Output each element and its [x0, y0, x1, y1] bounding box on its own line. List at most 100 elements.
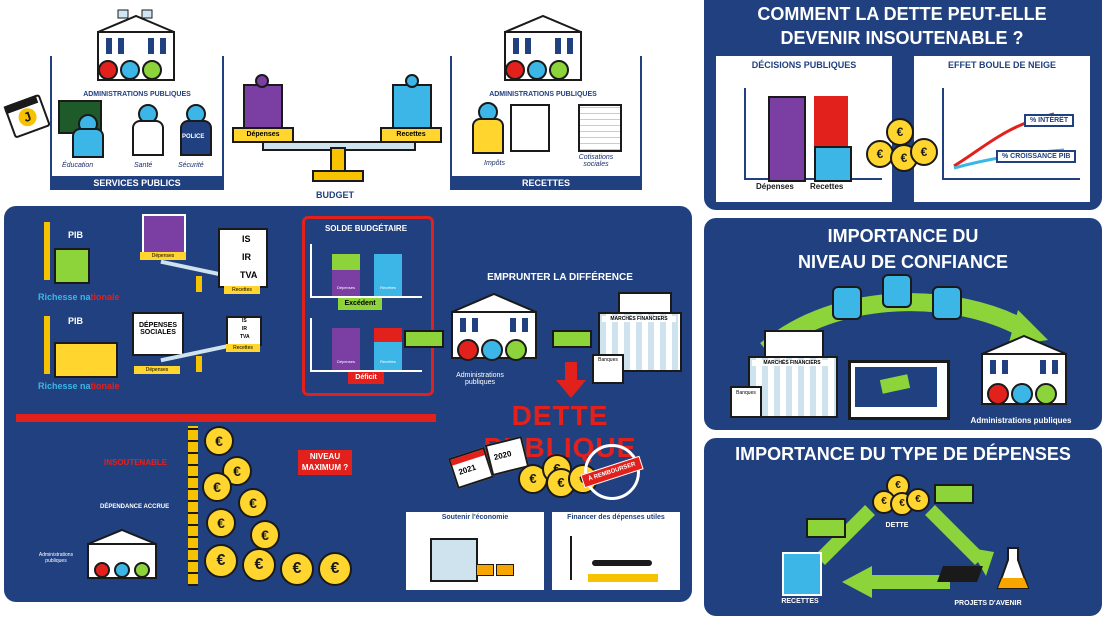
right-title-2b: NIVEAU DE CONFIANCE: [797, 252, 1008, 272]
boule-label: EFFET BOULE DE NEIGE: [947, 60, 1056, 70]
decisions-rec-bar: [814, 146, 852, 182]
excedent-label: Excédent: [338, 298, 382, 310]
securite-figure: POLICE: [176, 104, 216, 156]
tax-1-ir: IR: [242, 252, 251, 262]
tax-1-is: IS: [242, 234, 251, 244]
recettes-weight-right: [782, 552, 822, 596]
money-bill-2: [552, 330, 592, 348]
cotisations-document: [578, 104, 622, 152]
recettes-label-right: RECETTES: [781, 598, 819, 605]
boule-curves: [953, 112, 1065, 170]
sante-figure: [128, 104, 168, 156]
excedent-dep-label: Dépenses: [336, 285, 355, 290]
tax-2-tva: TVA: [240, 334, 250, 340]
pib-label-1: PIB: [68, 230, 84, 240]
service-item-securite: Sécurité: [178, 162, 204, 169]
admin-building-left: [88, 9, 184, 90]
depenses-small-2: Dépenses: [134, 366, 180, 374]
soutenir-label: Soutenir l'économie: [441, 514, 509, 521]
top-budget-area: J SERVICES PUBLICS ADMINISTRATIONS PUBLI…: [0, 0, 700, 205]
coin-pile: € € € € € € € € € €: [188, 426, 358, 586]
boule-box: EFFET BOULE DE NEIGE % INTÉRÊT % CROISSA…: [914, 56, 1090, 202]
services-label: SERVICES PUBLICS: [50, 176, 224, 190]
solde-title: SOLDE BUDGÉTAIRE: [324, 224, 408, 233]
coin-5: €: [206, 508, 236, 538]
excedent-rec-label: Recettes: [380, 285, 396, 290]
admin-pub-label: Administrations publiques: [456, 372, 504, 386]
recettes-small-1: Recettes: [224, 286, 260, 294]
recette-item-cotisations: Cotisations sociales: [578, 154, 614, 168]
tax-box-1: IS IR TVA: [218, 228, 268, 288]
richesse-2a: Richesse na: [38, 381, 91, 391]
money-bags-right: € € € €: [866, 118, 938, 178]
grad-cap: [937, 566, 983, 582]
right-banques-label: Banques: [736, 390, 756, 396]
coin-10: €: [318, 552, 352, 586]
recette-item-impots: Impôts: [484, 160, 506, 167]
service-item-education: Éducation: [62, 162, 94, 169]
depenses-small-1: Dépenses: [140, 252, 186, 260]
decisions-label: DÉCISIONS PUBLIQUES: [751, 60, 857, 70]
croissance-label: % CROISSANCE PIB: [996, 150, 1077, 163]
marches-building: MARCHÉS FINANCIERS: [598, 292, 682, 372]
deficit-dep-label: Dépenses: [336, 359, 355, 364]
excedent-chart: Dépenses Recettes: [310, 244, 422, 298]
interet-label: % INTÉRÊT: [1024, 114, 1075, 127]
projets-label: PROJETS D'AVENIR: [954, 600, 1022, 607]
depenses-sociales-label: DÉPENSES SOCIALES: [138, 322, 178, 336]
right-title-2a: IMPORTANCE DU: [827, 226, 979, 246]
rembourser-label: À REMBOURSER: [580, 455, 644, 489]
scale-right-weight: [392, 84, 432, 130]
dette-label-right: DETTE: [885, 522, 909, 529]
money-bill-1: [404, 330, 444, 348]
depenses-sociales-box: DÉPENSES SOCIALES: [132, 312, 184, 356]
recettes-label: RECETTES: [450, 176, 642, 190]
thumb-3: [932, 286, 962, 320]
pib-bars-1: [44, 222, 90, 284]
money-bags: € € € €: [518, 448, 598, 498]
down-arrow: [556, 362, 586, 398]
decisions-rec-deficit: [814, 96, 848, 146]
tax-1-tva: TVA: [240, 270, 258, 280]
financer-label: Financer des dépenses utiles: [567, 514, 665, 521]
insoutenable-label: INSOUTENABLE: [104, 458, 168, 467]
admin-building-main: [446, 290, 542, 366]
small-admin-building: [84, 528, 160, 582]
niveau-max-box: NIVEAU MAXIMUM ?: [298, 450, 352, 475]
police-label: POLICE: [182, 134, 205, 140]
richesse-1a: Richesse na: [38, 292, 91, 302]
rbag-4: €: [910, 138, 938, 166]
deficit-label: Déficit: [348, 372, 384, 384]
small-scale-post-2: [196, 356, 202, 372]
bill-right-1: [934, 484, 974, 504]
right-admin-building: [976, 330, 1072, 412]
right-title-3: IMPORTANCE DU TYPE DE DÉPENSES: [735, 444, 1071, 464]
solde-box: [302, 216, 434, 396]
right-banques-box: Banques: [730, 386, 762, 418]
coin-3: €: [202, 472, 232, 502]
laptop-screen: [848, 360, 950, 420]
coin-8: €: [242, 548, 276, 582]
scale-left-knob: [255, 74, 269, 88]
service-item-sante: Santé: [134, 162, 153, 169]
coin-6: €: [250, 520, 280, 550]
tax-2-ir: IR: [242, 326, 247, 332]
thumb-1: [832, 286, 862, 320]
emprunter-title: EMPRUNTER LA DIFFÉRENCE: [487, 272, 633, 283]
tax-2-is: IS: [242, 318, 247, 324]
decisions-box: DÉCISIONS PUBLIQUES Dépenses Recettes: [716, 56, 892, 202]
banques-box: Banques: [592, 354, 624, 384]
deficit-rec-label: Recettes: [380, 359, 396, 364]
dbag-4: €: [906, 488, 930, 512]
impots-figure: [468, 102, 508, 154]
richesse-1b: tionale: [90, 292, 120, 302]
dette-line: [16, 414, 436, 422]
calendar-icon: J: [3, 93, 51, 139]
year-2021: 2021: [457, 462, 478, 477]
soutenir-box: Soutenir l'économie: [404, 510, 546, 592]
tax-box-2: IS IR TVA: [226, 316, 262, 346]
deficit-chart: Dépenses Recettes: [310, 318, 422, 372]
budget-label: BUDGET: [316, 190, 354, 200]
admin-label-right: ADMINISTRATIONS PUBLIQUES: [489, 91, 597, 98]
right-title-1: COMMENT LA DETTE PEUT-ELLE DEVENIR INSOU…: [757, 4, 1047, 48]
